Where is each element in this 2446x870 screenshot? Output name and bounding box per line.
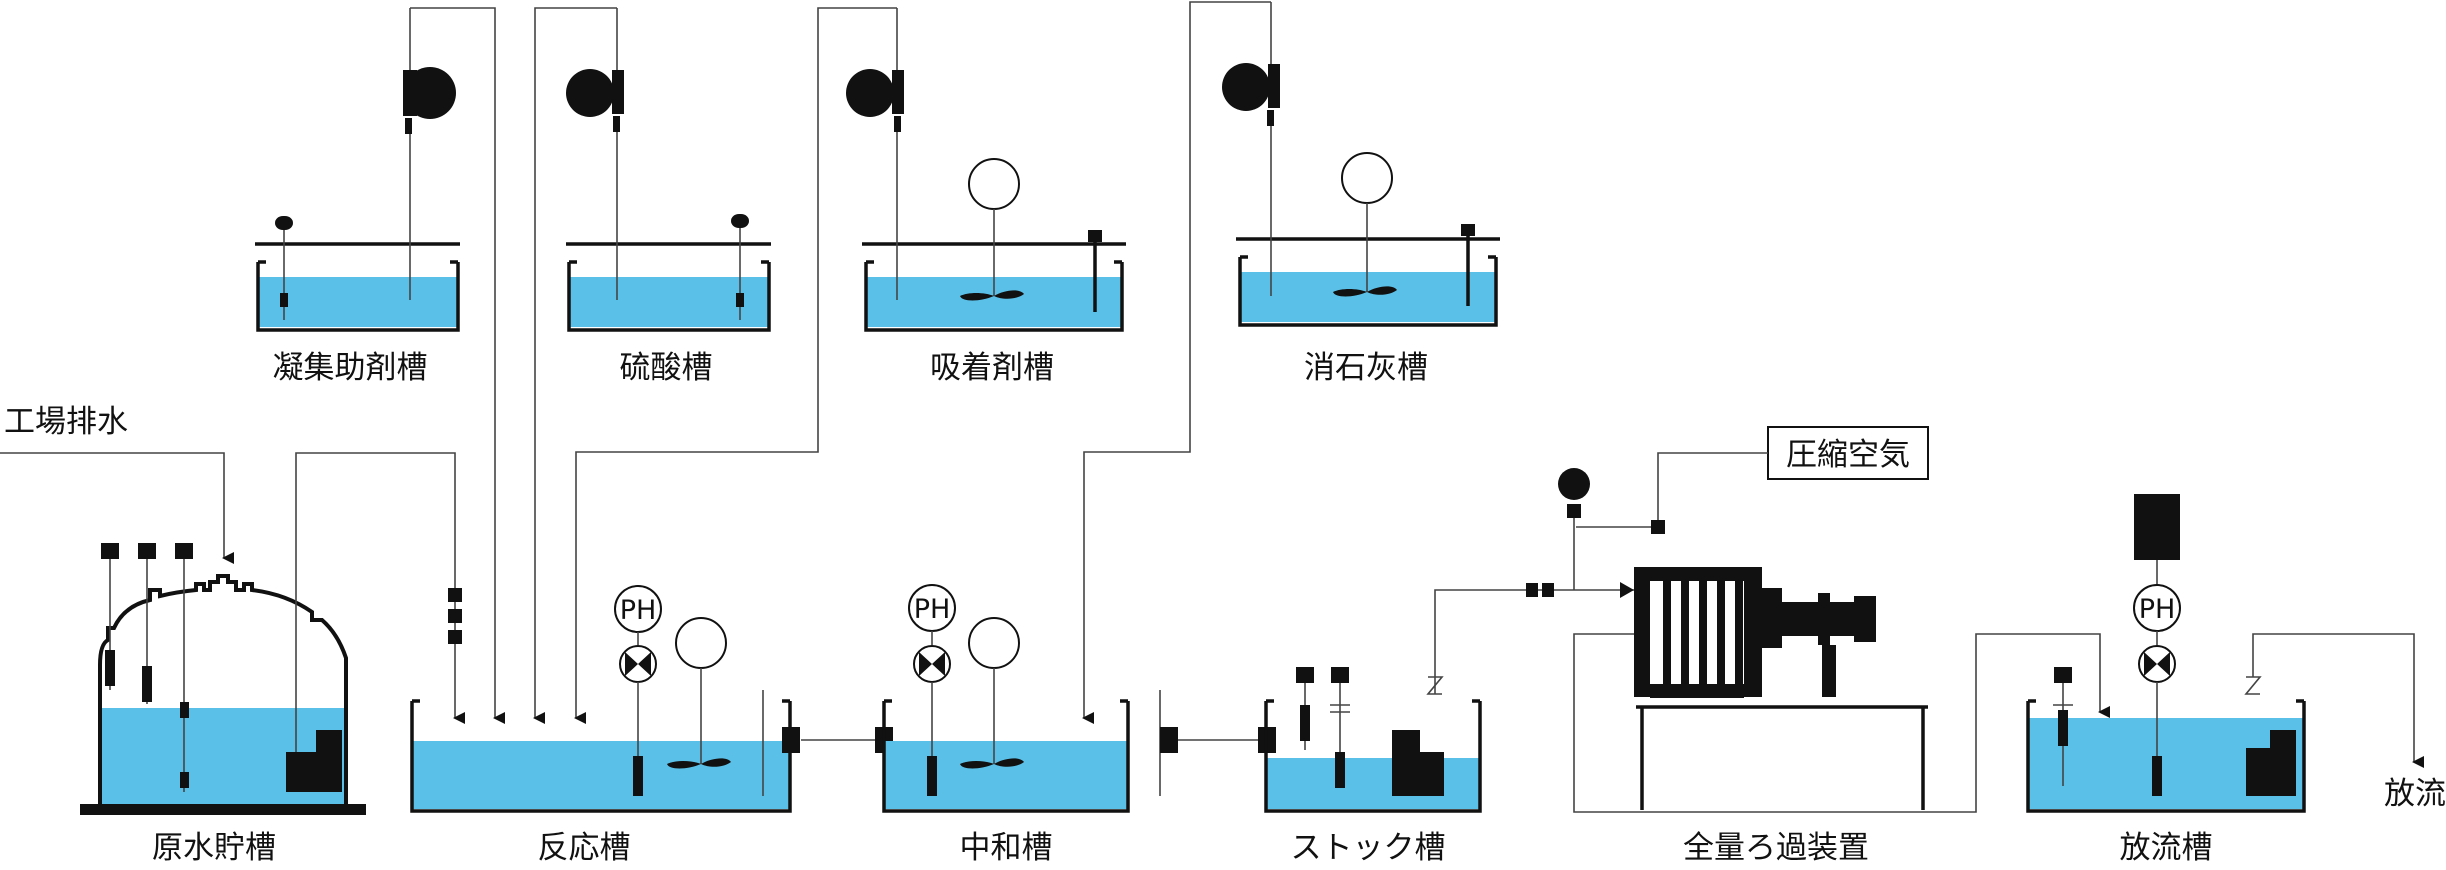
pump-icon xyxy=(846,69,894,117)
dosing-pipes xyxy=(410,1,1271,724)
raw-water-transfer-pipe xyxy=(295,452,465,752)
coagulant-aid-tank-label: 凝集助剤槽 xyxy=(273,350,428,386)
factory-wastewater-label: 工場排水 xyxy=(4,404,128,440)
pump-icon xyxy=(286,730,342,792)
level-switch-icon xyxy=(731,214,749,228)
pump-icon xyxy=(566,69,614,117)
level-switch-icon xyxy=(2244,676,2262,695)
factory-wastewater-inlet xyxy=(0,452,234,564)
stock-tank-label: ストック槽 xyxy=(1291,830,1446,866)
agitator-icon xyxy=(1333,286,1397,297)
slaked-lime-tank xyxy=(1236,224,1500,327)
slaked-lime-agitator xyxy=(1333,152,1397,297)
filter-label: 全量ろ過装置 xyxy=(1683,830,1869,866)
raw-water-tank xyxy=(80,543,366,815)
coagulant-aid-tank xyxy=(255,216,460,332)
coagulant-aid-pump xyxy=(403,8,456,300)
reaction-tank-label: 反応槽 xyxy=(538,830,631,866)
stock-tank xyxy=(1264,667,1482,813)
adsorbent-tank-label: 吸着剤槽 xyxy=(930,350,1054,386)
compressed-air-label-box: 圧縮空気 xyxy=(1767,426,1929,480)
pump-icon xyxy=(1558,468,1590,500)
raw-water-tank-label: 原水貯槽 xyxy=(152,830,276,866)
discharge-ph-label: PH xyxy=(2139,594,2176,625)
filtrate-pipe xyxy=(1573,633,2110,813)
control-valve-icon xyxy=(2138,645,2176,683)
outflow-label: 放流 xyxy=(2384,776,2446,812)
neutralization-tank-label: 中和槽 xyxy=(960,830,1053,866)
reaction-tank: PH xyxy=(410,585,792,813)
pump-icon xyxy=(1392,730,1444,796)
compressed-air-label: 圧縮空気 xyxy=(1786,437,1910,473)
sulfuric-acid-pump xyxy=(566,8,624,300)
agitator-icon xyxy=(960,290,1024,301)
neutralization-tank: PH xyxy=(882,584,1161,813)
slaked-lime-tank-label: 消石灰槽 xyxy=(1304,350,1428,386)
slaked-lime-pump xyxy=(1222,2,1280,296)
level-switch-icon xyxy=(275,216,293,230)
agitator-icon xyxy=(960,758,1024,769)
sulfuric-acid-tank-label: 硫酸槽 xyxy=(620,350,713,386)
sulfuric-acid-tank xyxy=(566,214,771,332)
pump-icon xyxy=(2246,730,2296,796)
control-valve-icon xyxy=(619,645,657,683)
filter-press xyxy=(1634,567,1928,810)
neutralization-ph-label: PH xyxy=(914,594,951,625)
agitator-icon xyxy=(667,758,731,769)
discharge-tank: PH xyxy=(2026,494,2306,813)
control-valve-icon xyxy=(913,645,951,683)
discharge-tank-label: 放流槽 xyxy=(2120,830,2213,866)
outflow-pipe xyxy=(2252,633,2424,768)
reaction-ph-label: PH xyxy=(620,595,657,626)
adsorbent-pump xyxy=(846,8,904,300)
pump-icon xyxy=(1222,63,1270,111)
adsorbent-agitator xyxy=(960,158,1024,301)
